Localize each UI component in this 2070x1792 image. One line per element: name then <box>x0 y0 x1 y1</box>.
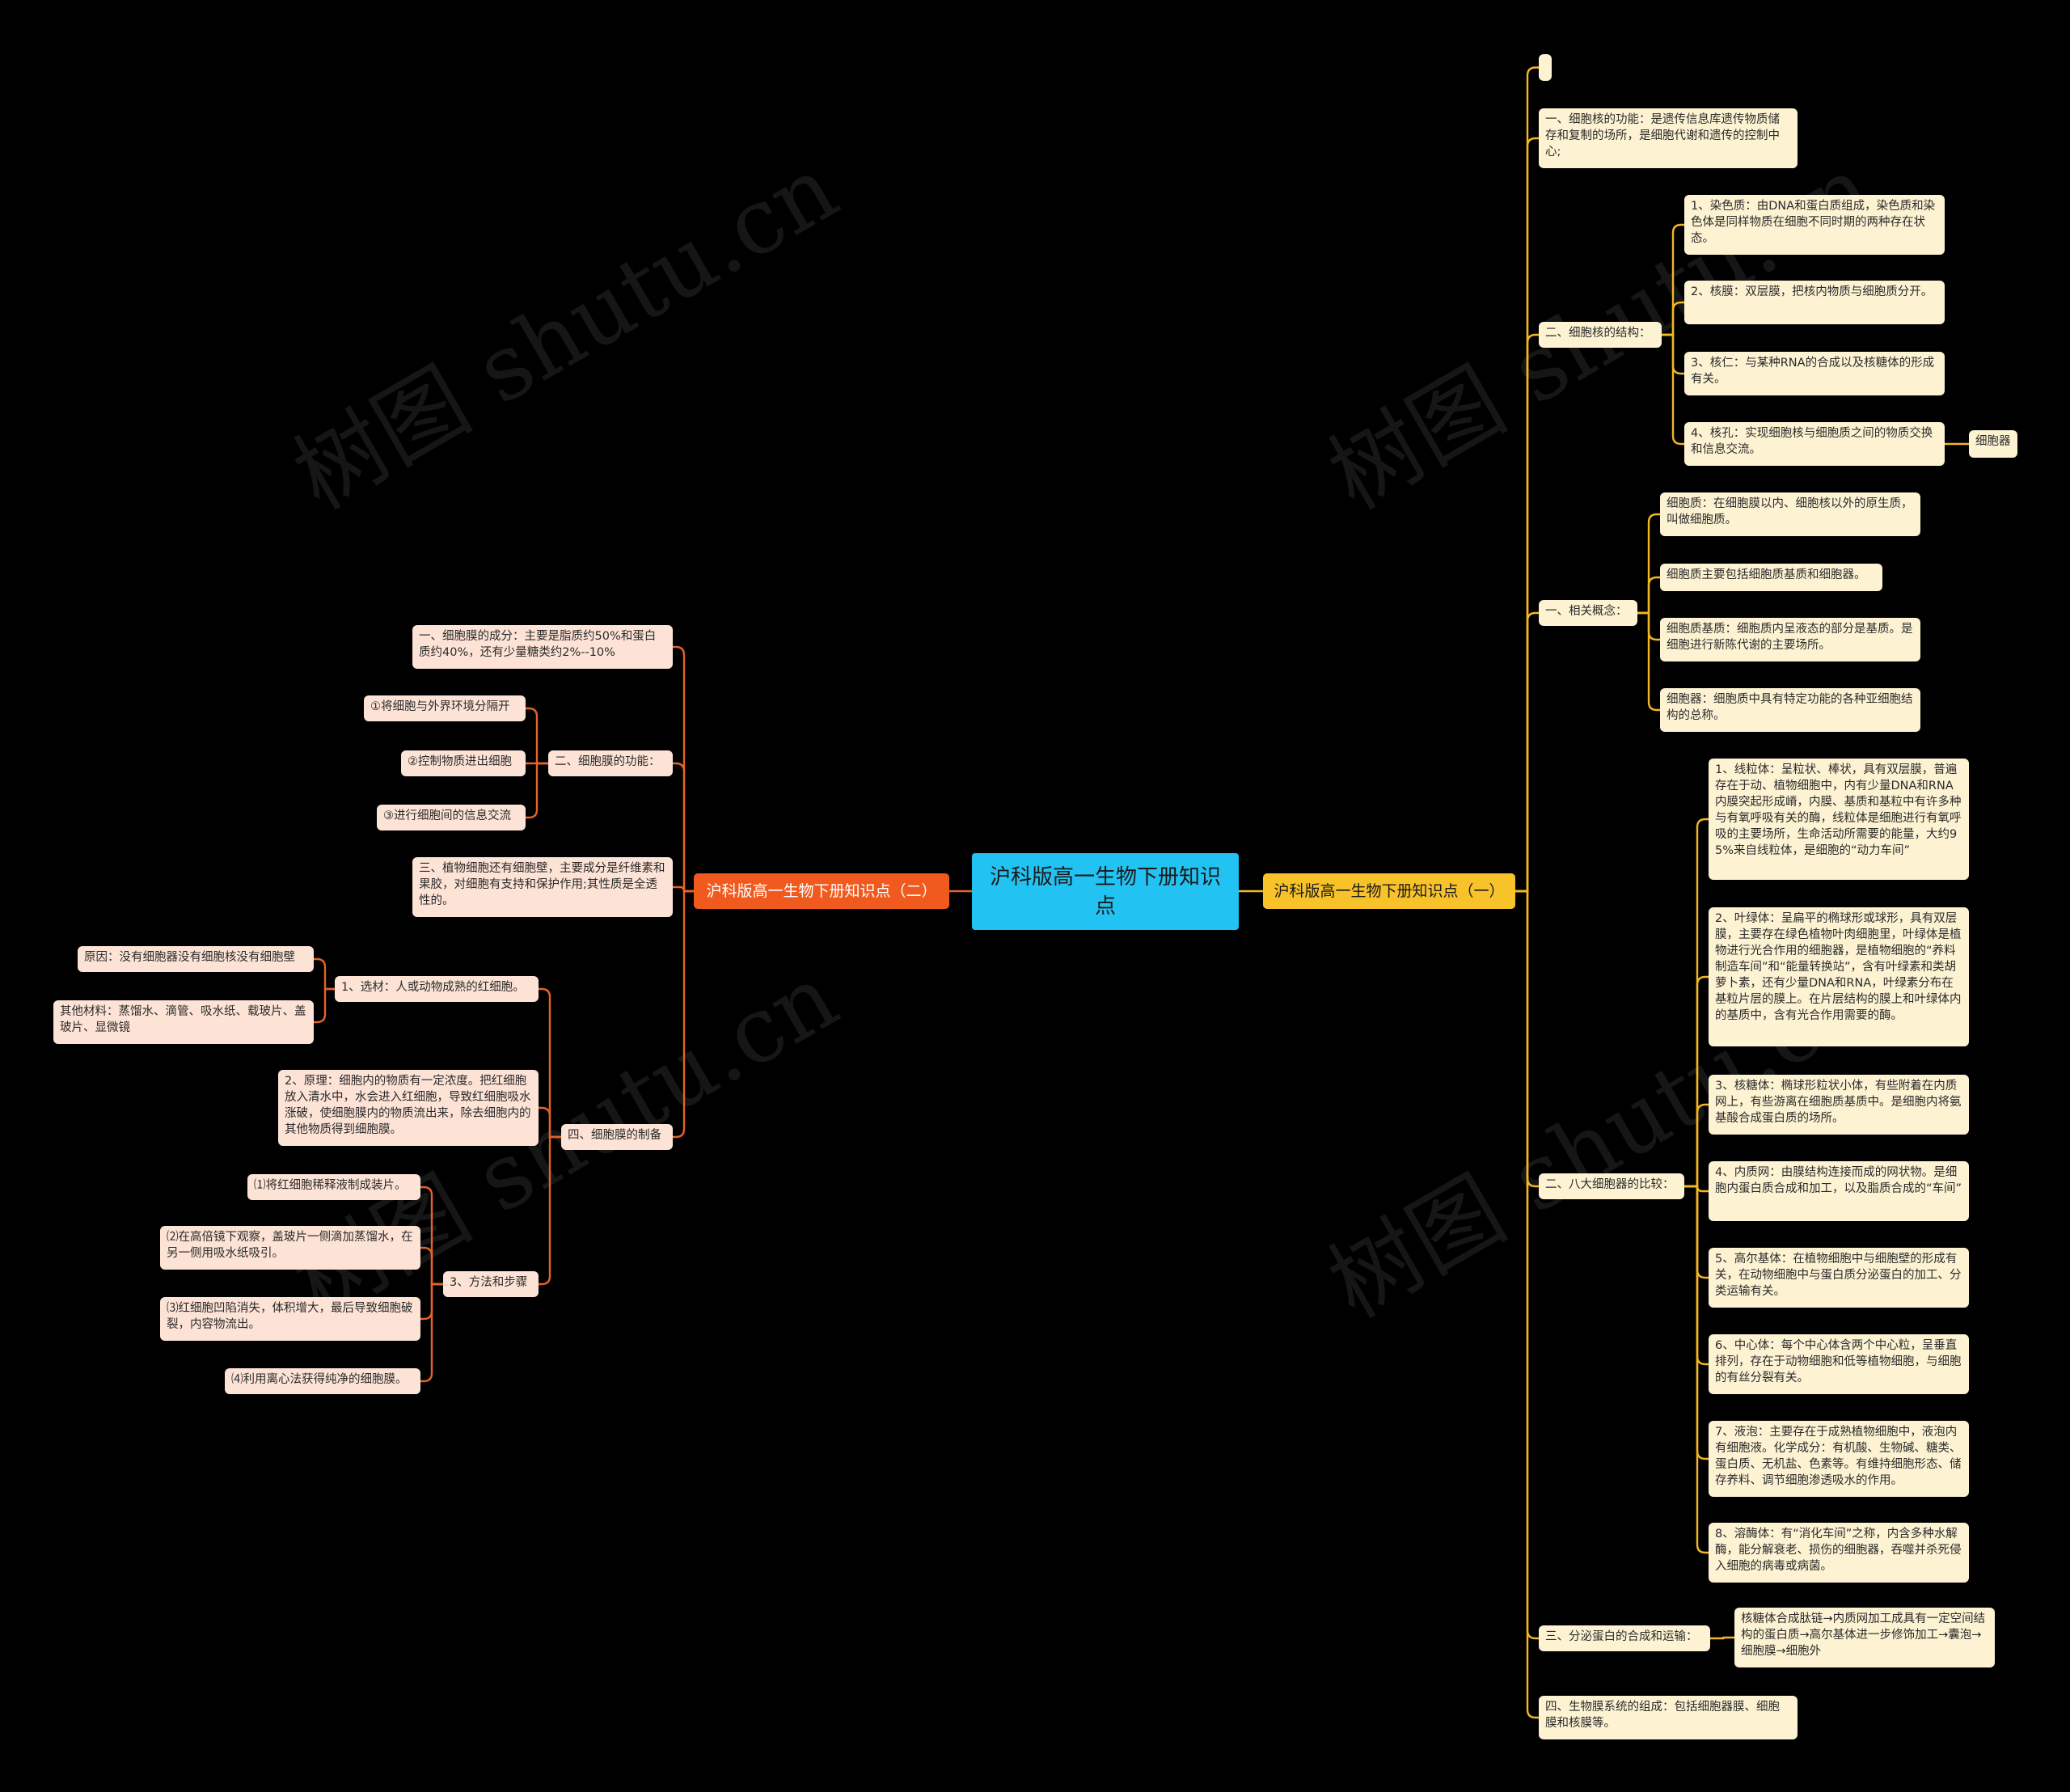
connector-line <box>1637 513 1660 615</box>
connector-line <box>1515 333 1539 893</box>
item-nucleolus[interactable]: 3、核仁：与某种RNA的合成以及核糖体的形成有关。 <box>1684 352 1945 395</box>
item-mitochondria[interactable]: 1、线粒体：呈粒状、棒状，具有双层膜，普遍存在于动、植物细胞中，内有少量DNA和… <box>1709 759 1969 880</box>
connector-line <box>420 1283 443 1383</box>
connector-line <box>1662 223 1684 336</box>
item-golgi-body[interactable]: 5、高尔基体：在植物细胞中与细胞壁的形成有关，在动物细胞中与蛋白质分泌蛋白的加工… <box>1709 1248 1969 1308</box>
item-ribosome[interactable]: 3、核糖体：椭球形粒状小体，有些附着在内质网上，有些游离在细胞质基质中。是细胞内… <box>1709 1075 1969 1135</box>
item-lysosome[interactable]: 8、溶酶体：有“消化车间”之称，内含多种水解酶，能分解衰老、损伤的细胞器，吞噬并… <box>1709 1523 1969 1583</box>
connector-line <box>1515 611 1539 893</box>
connector-line <box>673 762 694 893</box>
topic-biomembrane-system[interactable]: 四、生物膜系统的组成：包括细胞器膜、细胞膜和核膜等。 <box>1539 1696 1798 1739</box>
topic-related-concepts[interactable]: 一、相关概念： <box>1539 600 1637 626</box>
connector-line <box>526 762 548 819</box>
root-topic[interactable]: 沪科版高一生物下册知识点 <box>972 853 1239 930</box>
connector-line <box>1515 890 1539 1719</box>
connector-line <box>1684 818 1709 1188</box>
topic-membrane-function[interactable]: 二、细胞膜的功能： <box>548 750 673 776</box>
item-nuclear-membrane[interactable]: 2、核膜：双层膜，把核内物质与细胞质分开。 <box>1684 281 1945 324</box>
method-step-3[interactable]: ⑶红细胞凹陷消失，体积增大，最后导致细胞破裂，内容物流出。 <box>160 1297 420 1341</box>
connector-line <box>673 890 694 1139</box>
connector-line <box>526 707 548 765</box>
item-nuclear-pore[interactable]: 4、核孔：实现细胞核与细胞质之间的物质交换和信息交流。 <box>1684 422 1945 466</box>
item-cytoplasmic-matrix[interactable]: 细胞质基质：细胞质内呈液态的部分是基质。是细胞进行新陈代谢的主要场所。 <box>1660 618 1920 661</box>
branch-knowledge-two[interactable]: 沪科版高一生物下册知识点（二） <box>694 873 949 909</box>
item-control-transport[interactable]: ②控制物质进出细胞 <box>401 750 526 776</box>
connector-line <box>539 1135 561 1286</box>
item-other-materials[interactable]: 其他材料：蒸馏水、滴管、吸水纸、载玻片、盖玻片、显微镜 <box>53 1000 314 1044</box>
topic-nucleus-structure[interactable]: 二、细胞核的结构： <box>1539 322 1662 348</box>
item-reason[interactable]: 原因：没有细胞器没有细胞核没有细胞壁 <box>78 946 314 972</box>
item-centrosome[interactable]: 6、中心体：每个中心体含两个中心粒，呈垂直排列，存在于动物细胞和低等植物细胞，与… <box>1709 1334 1969 1394</box>
connector-line <box>1637 576 1660 615</box>
connector-line <box>539 1106 561 1139</box>
connector-line <box>1515 137 1539 893</box>
topic-empty[interactable] <box>1539 54 1552 81</box>
connector-line <box>1637 611 1660 712</box>
step-method[interactable]: 3、方法和步骤 <box>443 1271 539 1297</box>
topic-cell-wall[interactable]: 三、植物细胞还有细胞壁，主要成分是纤维素和果胶，对细胞有支持和保护作用;其性质是… <box>412 857 673 917</box>
connector-line <box>420 1246 443 1286</box>
item-vacuole[interactable]: 7、液泡：主要存在于成熟植物细胞中，液泡内有细胞液。化学成分：有机酸、生物碱、糖… <box>1709 1421 1969 1497</box>
connector-line <box>673 645 694 893</box>
step-material-selection[interactable]: 1、选材：人或动物成熟的红细胞。 <box>335 976 539 1002</box>
topic-secretory-protein[interactable]: 三、分泌蛋白的合成和运输： <box>1539 1625 1710 1651</box>
item-chloroplast[interactable]: 2、叶绿体：呈扁平的椭球形或球形，具有双层膜，主要存在绿色植物叶肉细胞里，叶绿体… <box>1709 907 1969 1046</box>
branch-knowledge-one[interactable]: 沪科版高一生物下册知识点（一） <box>1263 873 1515 909</box>
topic-eight-organelles[interactable]: 二、八大细胞器的比较： <box>1539 1173 1684 1199</box>
method-step-1[interactable]: ⑴将红细胞稀释液制成装片。 <box>247 1174 420 1200</box>
item-endoplasmic-reticulum[interactable]: 4、内质网：由膜结构连接而成的网状物。是细胞内蛋白质合成和加工，以及脂质合成的“… <box>1709 1161 1969 1221</box>
connector-line <box>314 987 335 1024</box>
item-cytoplasm-parts[interactable]: 细胞质主要包括细胞质基质和细胞器。 <box>1660 564 1882 591</box>
item-information-exchange[interactable]: ③进行细胞间的信息交流 <box>377 805 526 830</box>
topic-nucleus-function[interactable]: 一、细胞核的功能：是遗传信息库遗传物质储存和复制的场所，是细胞代谢和遗传的控制中… <box>1539 108 1798 168</box>
item-cytoplasm[interactable]: 细胞质：在细胞膜以内、细胞核以外的原生质，叫做细胞质。 <box>1660 492 1920 536</box>
connector-line <box>539 987 561 1139</box>
connector-line <box>420 1186 443 1286</box>
connector-line <box>1684 1103 1709 1188</box>
connector-line <box>1662 301 1684 336</box>
topic-membrane-preparation[interactable]: 四、细胞膜的制备 <box>561 1124 673 1150</box>
item-organelle[interactable]: 细胞器 <box>1969 430 2017 458</box>
method-step-2[interactable]: ⑵在高倍镜下观察，盖玻片一侧滴加蒸馏水，在另一侧用吸水纸吸引。 <box>160 1226 420 1270</box>
connector-line <box>1684 1185 1709 1554</box>
item-organelle-definition[interactable]: 细胞器：细胞质中具有特定功能的各种亚细胞结构的总称。 <box>1660 688 1920 732</box>
item-chromatin[interactable]: 1、染色质：由DNA和蛋白质组成，染色质和染色体是同样物质在细胞不同时期的两种存… <box>1684 195 1945 255</box>
step-principle[interactable]: 2、原理：细胞内的物质有一定浓度。把红细胞放入清水中，水会进入红细胞，导致红细胞… <box>278 1070 539 1146</box>
topic-membrane-composition[interactable]: 一、细胞膜的成分：主要是脂质约50%和蛋白质约40%，还有少量糖类约2%--10… <box>412 625 673 669</box>
item-secretory-pathway[interactable]: 核糖体合成肽链→内质网加工成具有一定空间结构的蛋白质→高尔基体进一步修饰加工→囊… <box>1734 1608 1995 1667</box>
connector-line <box>1515 66 1539 893</box>
item-separate-environment[interactable]: ①将细胞与外界环境分隔开 <box>364 695 526 721</box>
method-step-4[interactable]: ⑷利用离心法获得纯净的细胞膜。 <box>225 1368 420 1394</box>
connector-line <box>1662 333 1684 446</box>
connector-line <box>1684 975 1709 1188</box>
connector-line <box>314 957 335 991</box>
